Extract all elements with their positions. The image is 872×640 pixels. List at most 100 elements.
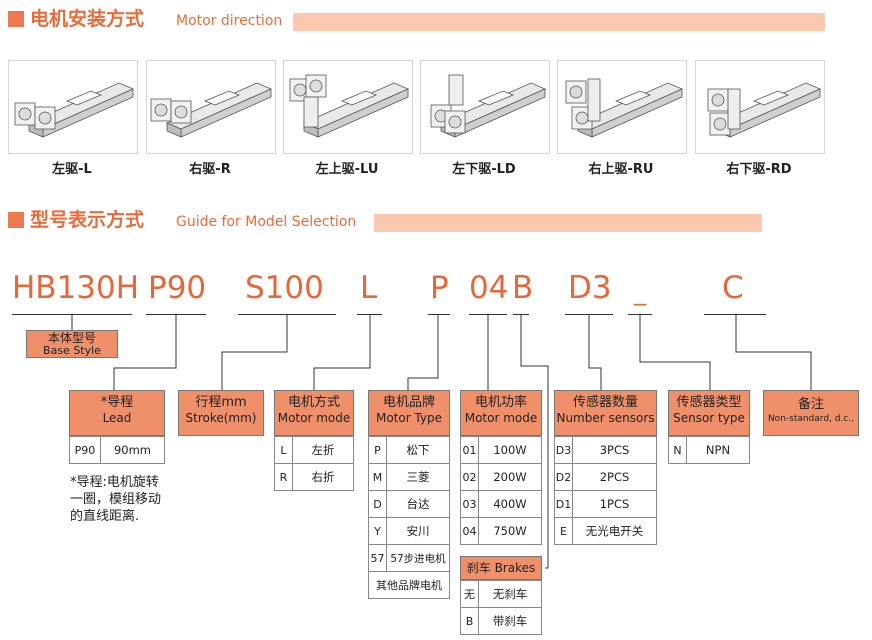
code-separator: _ [634,278,646,306]
sensor-value: 3PCS [572,436,657,464]
table-row: 无无刹车 [460,580,542,608]
motor-mode-header: 电机方式 Motor mode [274,390,354,436]
brake-code: 无 [460,580,479,608]
motor-mode-value: 左折 [292,436,354,464]
code-part-brake: B [512,270,534,306]
code-part-motor-type: P [430,270,449,306]
sensor-code: D1 [554,490,573,518]
code-part-stroke: S100 [245,270,324,306]
sensor-type-code: N [668,436,687,464]
sensor-value: 1PCS [572,490,657,518]
code-part-base: HB130H [12,270,140,306]
lead-table: P90 90mm [69,436,165,464]
code-part-motor-mode: L [360,270,378,306]
section1-subtitle: Motor direction [176,13,283,29]
sensor-value: 无光电开关 [572,517,657,545]
brakes-header: 刹车 Brakes [460,556,542,580]
motor-power-code: 03 [460,490,479,518]
code-part-sensors: D3 [568,270,612,306]
direction-caption: 左下驱-LD [452,162,516,177]
motor-left-down-icon [420,60,550,154]
motor-right-down-icon [695,60,825,154]
motor-right-icon [146,60,276,154]
sensors-zh: 传感器数量 [572,395,638,410]
motor-type-value: 57步进电机 [386,544,450,572]
motor-type-other: 其他品牌电机 [368,571,450,599]
remarks-zh: 备注 [797,397,824,412]
motor-mode-value: 右折 [292,463,354,491]
motor-type-code: M [368,463,387,491]
sensor-type-value: NPN [686,436,750,464]
base-style-zh: 本体型号 [47,331,96,345]
motor-type-code: 57 [368,544,387,572]
sensors-header: 传感器数量 Number sensors [554,390,657,436]
motor-type-value: 安川 [386,517,450,545]
motor-power-code: 01 [460,436,479,464]
sensors-en: Number sensors [556,411,655,425]
direction-caption: 右驱-R [189,162,231,177]
section2-marker [8,212,24,228]
lead-zh: *导程 [100,395,134,410]
sensor-code: D3 [554,436,573,464]
sensor-code: D2 [554,463,573,491]
motor-power-zh: 电机功率 [474,395,527,410]
brake-code: B [460,607,479,635]
motor-type-value: 三菱 [386,463,450,491]
section2-title: 型号表示方式 [30,209,145,231]
base-style-en: Base Style [43,344,101,357]
code-part-power: 04 [469,270,509,306]
brakes-title: 刹车 Brakes [466,561,536,575]
base-style-box: 本体型号 Base Style [26,330,118,358]
code-part-lead: P90 [148,270,207,306]
brake-value: 无刹车 [478,580,542,608]
motor-mode-zh: 电机方式 [287,395,340,410]
motor-mode-code: R [274,463,293,491]
section1-marker [8,11,24,27]
table-row: P90 90mm [69,436,165,464]
direction-caption: 右下驱-RD [726,162,792,177]
lead-header: *导程 Lead [69,390,165,436]
motor-power-value: 400W [478,490,542,518]
motor-type-value: 松下 [386,436,450,464]
motor-power-value: 750W [478,517,542,545]
direction-caption: 左驱-L [52,162,92,177]
lead-note: *导程:电机旋转一圈，模组移动的直线距离. [70,475,162,524]
motor-left-up-icon [283,60,413,154]
sensor-value: 2PCS [572,463,657,491]
motor-type-zh: 电机品牌 [382,395,435,410]
underline [704,314,766,315]
motor-mode-en: Motor mode [277,411,351,425]
motor-type-en: Motor Type [375,411,443,425]
direction-caption: 右上驱-RU [588,162,654,177]
lead-code: P90 [69,436,101,464]
motor-type-code: D [368,490,387,518]
stroke-en: Stroke(mm) [185,411,257,425]
motor-type-value: 台达 [386,490,450,518]
motor-power-value: 200W [478,463,542,491]
motor-type-code: P [368,436,387,464]
stroke-header: 行程mm Stroke(mm) [178,390,264,436]
brake-value: 带刹车 [478,607,542,635]
underline [428,314,450,315]
sensor-type-zh: 传感器类型 [676,395,742,410]
remarks-en: Non-standard, d.c., [767,414,855,424]
section2-bar [374,214,762,232]
